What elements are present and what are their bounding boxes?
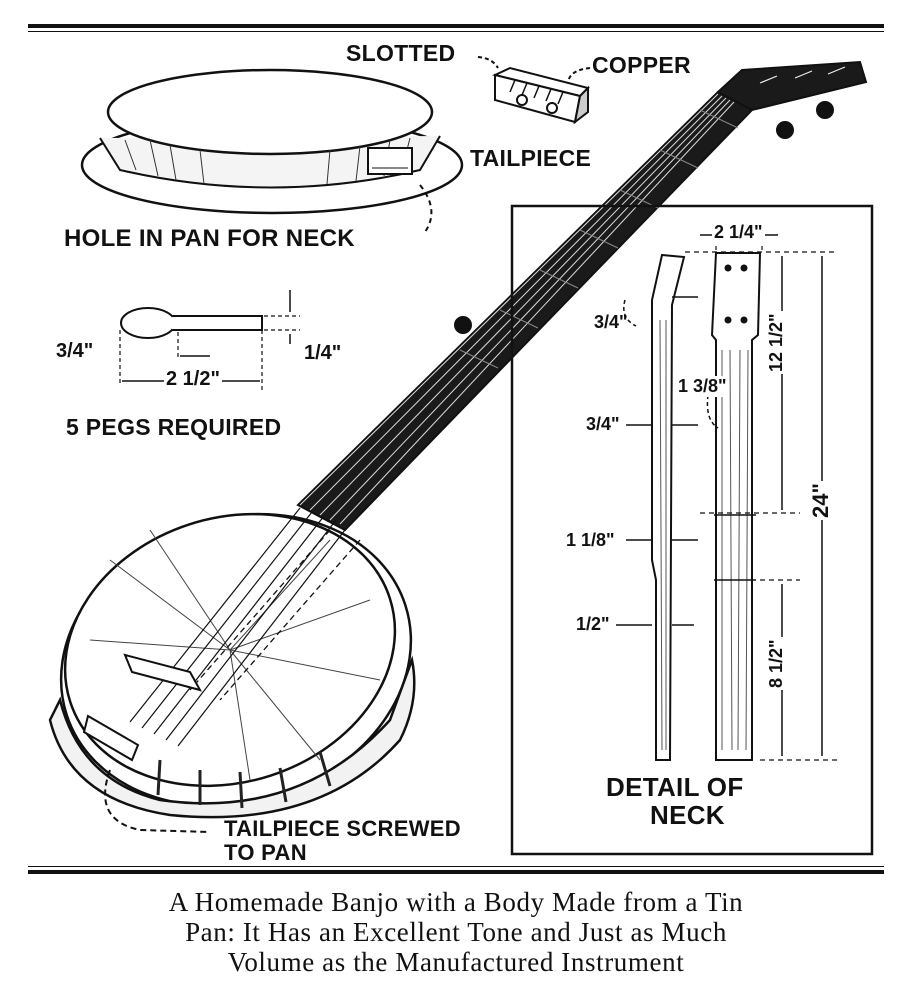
dim-peg-length: 2 1/2" xyxy=(164,368,222,391)
label-slotted: SLOTTED xyxy=(346,40,456,66)
label-copper: COPPER xyxy=(592,52,691,78)
peg-drawing xyxy=(119,290,300,390)
caption-line-3: Volume as the Manufactured Instrument xyxy=(227,947,685,977)
dim-neck-mid-thickness: 3/4" xyxy=(586,414,620,434)
banjo-neck xyxy=(82,60,868,833)
banjo-body xyxy=(48,512,416,819)
dim-neck-total-length: 24" xyxy=(808,481,834,520)
illustration xyxy=(48,56,874,856)
label-neck: NECK xyxy=(650,800,725,830)
dim-neck-mid-width: 1 3/8" xyxy=(676,376,729,397)
tailpiece-drawing xyxy=(477,56,591,125)
label-tailpiece: TAILPIECE xyxy=(470,145,592,171)
label-pegs-required: 5 PEGS REQUIRED xyxy=(66,414,282,440)
pan-drawing xyxy=(80,68,464,233)
label-to-pan: TO PAN xyxy=(224,840,307,865)
dim-peg-head: 3/4" xyxy=(56,340,94,362)
dim-neck-head-thickness: 3/4" xyxy=(594,312,628,332)
dim-neck-tip-thickness: 1/2" xyxy=(576,614,610,634)
dim-neck-lower-length: 8 1/2" xyxy=(766,637,787,690)
bottom-rule xyxy=(28,866,884,867)
caption-line-1: A Homemade Banjo with a Body Made from a… xyxy=(168,887,744,917)
top-rule xyxy=(28,24,884,28)
label-hole-in-pan: HOLE IN PAN FOR NECK xyxy=(64,225,355,252)
top-rule-thin xyxy=(28,31,884,32)
figure-caption: A Homemade Banjo with a Body Made from a… xyxy=(0,887,912,977)
caption-line-2: Pan: It Has an Excellent Tone and Just a… xyxy=(185,917,727,947)
label-detail-of: DETAIL OF xyxy=(606,772,744,802)
dim-neck-upper-length: 12 1/2" xyxy=(766,311,787,374)
label-tailpiece-screwed: TAILPIECE SCREWED xyxy=(224,816,461,841)
bottom-rule-thick xyxy=(28,870,884,874)
dim-peg-thickness: 1/4" xyxy=(304,342,342,364)
dim-neck-heel-thickness: 1 1/8" xyxy=(566,530,615,550)
dim-neck-head-width: 2 1/4" xyxy=(712,222,765,243)
